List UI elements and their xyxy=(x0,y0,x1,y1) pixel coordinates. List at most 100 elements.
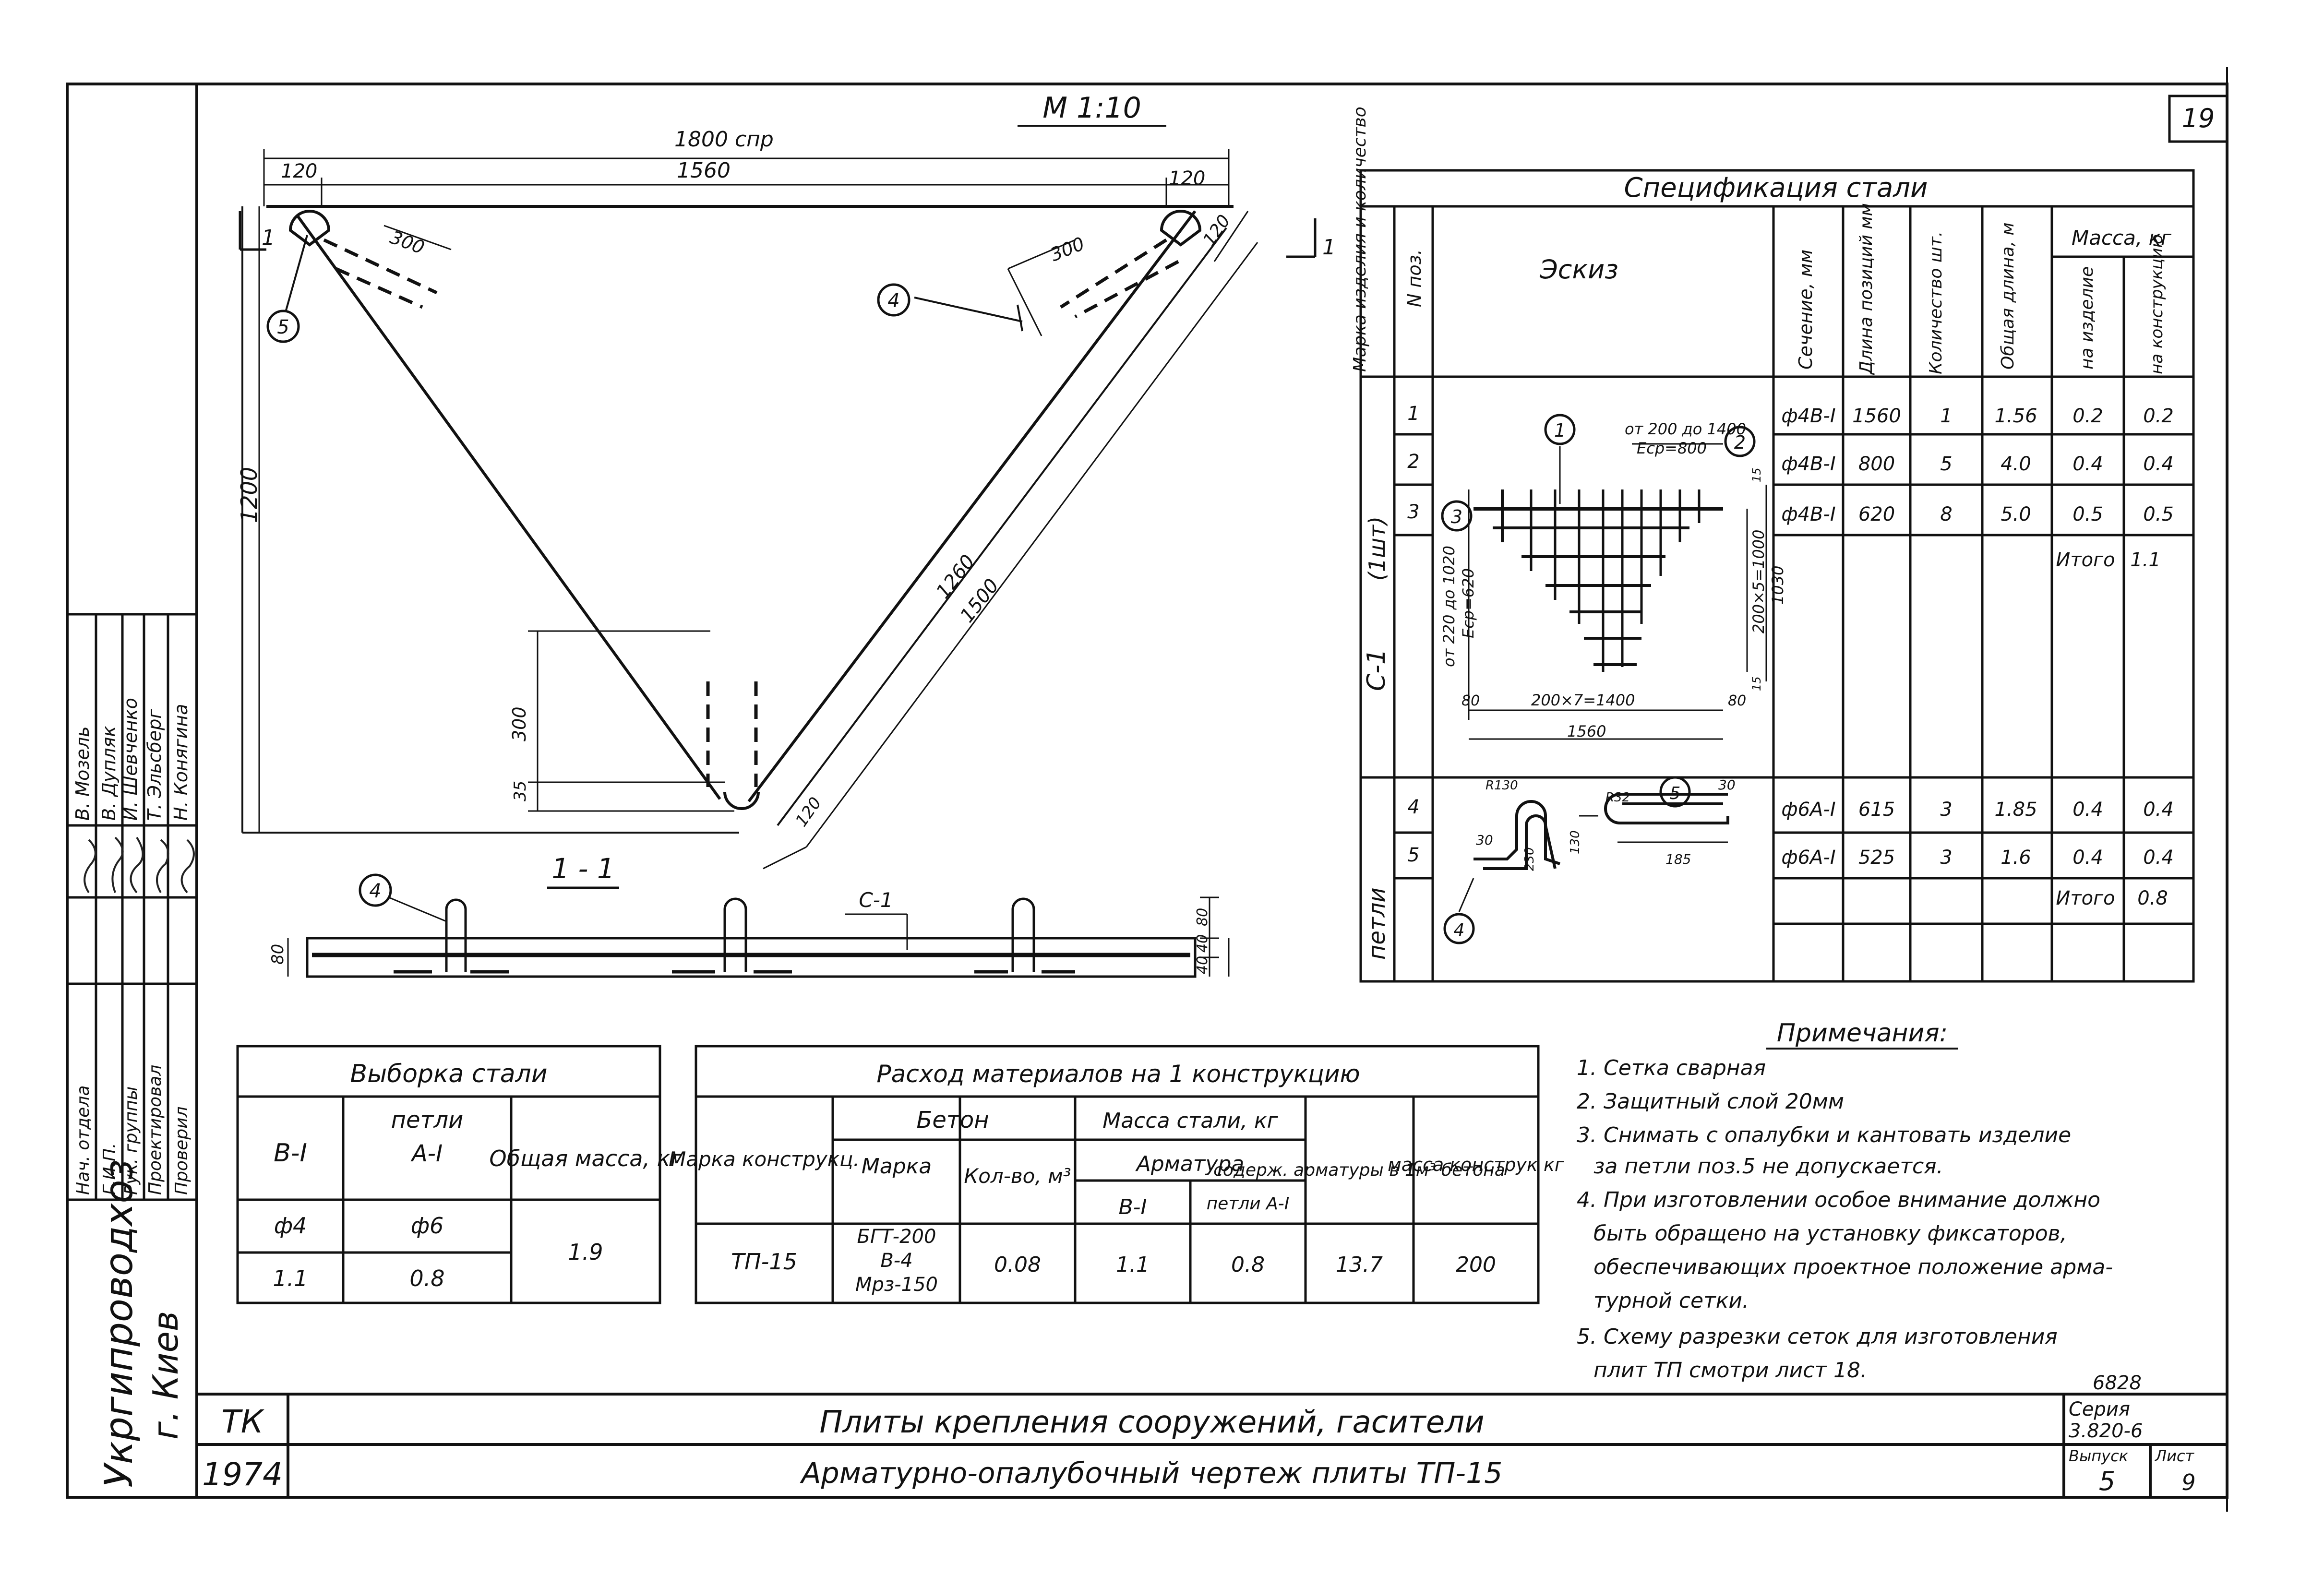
spec-row-pos: 2 xyxy=(1407,451,1419,473)
spec-h-length: Длина позиций мм xyxy=(1857,203,1876,375)
page-number-box xyxy=(2168,95,2228,143)
spec-h-mass-constr: на конструкцию xyxy=(2147,234,2167,374)
spec-row-m2: 0.4 xyxy=(2143,453,2174,475)
note-line: обеспечивающих проектное положение арма- xyxy=(1593,1255,2113,1279)
spec-row-m1: 0.4 xyxy=(2072,847,2103,869)
materials-h-a1: петли А-I xyxy=(1207,1194,1290,1214)
stamp-role: Проверил xyxy=(172,1106,192,1195)
spec-row-m1: 0.4 xyxy=(2072,799,2103,821)
note-line: быть обращено на установку фиксаторов, xyxy=(1593,1221,2067,1246)
note-line: турной сетки. xyxy=(1593,1289,1749,1313)
spec-row-section: ф6А-I xyxy=(1781,799,1835,821)
dim-right: 120 xyxy=(1169,167,1205,190)
loop-d30a: 30 xyxy=(1476,832,1493,848)
spec-row-total: 1.6 xyxy=(2001,847,2031,869)
vyborka-col3: Общая масса, кг xyxy=(489,1146,682,1171)
sheet-value: 9 xyxy=(2181,1469,2195,1495)
section-callout-4-circle xyxy=(359,873,392,907)
materials-table xyxy=(695,1045,1540,1304)
dim-mid: 1560 xyxy=(677,158,731,183)
spec-group1-label: С-1 xyxy=(1362,649,1391,691)
spec-h-qty: Количество шт. xyxy=(1926,231,1946,374)
stamp-role: Г.И.П. xyxy=(100,1143,120,1195)
plan-view xyxy=(239,149,1317,870)
spec-row-length: 525 xyxy=(1858,847,1895,869)
spec-h-pos: N поз. xyxy=(1404,249,1425,307)
vyborka-table xyxy=(236,1045,661,1304)
mesh-callout-3: 3 xyxy=(1451,506,1462,527)
vyborka-title: Выборка стали xyxy=(350,1060,547,1088)
callout-4: 4 xyxy=(887,290,899,312)
mesh-dim-1560: 1560 xyxy=(1567,722,1606,740)
archive-no: 6828 xyxy=(2093,1372,2142,1394)
loop-d130: 130 xyxy=(1568,830,1582,854)
dim-35: 35 xyxy=(511,781,530,801)
loop-d185: 185 xyxy=(1665,851,1691,867)
materials-title: Расход материалов на 1 конструкцию xyxy=(876,1060,1360,1088)
materials-beton-qty: 0.08 xyxy=(994,1253,1041,1277)
spec-rows: 1 ф4В-I 1560 1 1.56 0.2 0.2 2 ф4В-I 800 … xyxy=(1407,403,2174,909)
materials-beton-mark1: БГТ-200 xyxy=(857,1226,936,1248)
spec-row-m2: 0.4 xyxy=(2143,847,2174,869)
page-number: 19 xyxy=(2182,103,2215,133)
section-c1-label: С-1 xyxy=(859,888,893,912)
materials-beton-mark3: Мрз-150 xyxy=(855,1274,938,1296)
stamp-roles: Нач. отдела Г.И.П. Рук. группы Проектиро… xyxy=(73,1065,192,1195)
mesh-callout-1: 1 xyxy=(1554,420,1566,441)
mesh-sketch xyxy=(1468,443,1767,740)
note-line: плит ТП смотри лист 18. xyxy=(1593,1358,1867,1383)
dim-300-a: 300 xyxy=(387,227,427,258)
materials-h-steel: Масса стали, кг xyxy=(1102,1109,1278,1133)
materials-h-content: содерж. арматуры в 1м³ бетона xyxy=(1213,1160,1505,1180)
title-line2: Арматурно-опалубочный чертеж плиты ТП-15 xyxy=(800,1456,1503,1490)
materials-h-mark: Марка конструкц. xyxy=(669,1147,860,1171)
section-view xyxy=(287,896,1230,978)
loop-callout-5: 5 xyxy=(1670,784,1681,803)
vyborka-total: 1.9 xyxy=(568,1239,603,1265)
mesh-dim-15b: 15 xyxy=(1750,676,1763,691)
loop-callout-4-circle xyxy=(1443,913,1475,944)
spec-row-qty: 3 xyxy=(1940,799,1952,821)
spec-row-qty: 1 xyxy=(1940,405,1952,427)
dim-300-c: 300 xyxy=(509,706,530,741)
spec-row-section: ф6А-I xyxy=(1781,847,1835,869)
section-callout-4: 4 xyxy=(369,880,381,902)
spec-row-length: 620 xyxy=(1858,503,1895,525)
mesh-dim-1030: 1030 xyxy=(1769,566,1787,605)
spec-row-m2: 0.2 xyxy=(2143,405,2174,427)
stamp-name: И. Шевченко xyxy=(120,698,141,821)
loop-d230: 230 xyxy=(1522,847,1537,871)
note-line: 5. Схему разрезки сеток для изготовления xyxy=(1577,1324,2058,1349)
spec-row-m1: 0.5 xyxy=(2072,503,2103,525)
vyborka-col2: А-I xyxy=(410,1140,443,1167)
spec-row-pos: 1 xyxy=(1407,403,1419,425)
spec-row-pos: 3 xyxy=(1407,501,1419,523)
spec-h-total-length: Общая длина, м xyxy=(1998,222,2018,370)
stamp-names: В. Мозель В. Дупляк И. Шевченко Т. Эльсб… xyxy=(72,698,192,821)
spec-h-mass: Масса, кг xyxy=(2072,226,2172,250)
vyborka-r1c2: ф6 xyxy=(411,1213,444,1239)
year: 1974 xyxy=(202,1456,283,1493)
mesh-dim-15a: 15 xyxy=(1750,467,1763,482)
spec-title: Спецификация стали xyxy=(1624,172,1928,203)
mesh-dim-80b: 80 xyxy=(1728,692,1746,709)
spec-itogo2-label: Итого xyxy=(2056,887,2115,909)
stamp-name: Н. Конягина xyxy=(170,704,192,821)
title-block xyxy=(197,1393,2227,1497)
title-line1: Плиты крепления сооружений, гасители xyxy=(819,1405,1484,1440)
materials-a1: 0.8 xyxy=(1231,1253,1265,1277)
dim-left: 120 xyxy=(281,160,317,182)
materials-h-mass: масса конструк кг xyxy=(1388,1154,1565,1175)
materials-beton-mark2: В-4 xyxy=(880,1250,912,1272)
loop-r130: R130 xyxy=(1485,778,1518,793)
spec-h-section: Сечение, мм xyxy=(1795,250,1816,370)
spec-row-length: 800 xyxy=(1858,453,1895,475)
dim-height: 1200 xyxy=(236,467,262,523)
mesh-callout-3-circle xyxy=(1441,500,1473,532)
mesh-note-top: от 200 до 1400 xyxy=(1625,420,1746,438)
org-city: г. Киев xyxy=(145,1311,186,1440)
callout-4-circle xyxy=(877,283,910,317)
section-dim-80: 80 xyxy=(268,944,288,965)
spec-h-sketch: Эскиз xyxy=(1539,254,1618,285)
